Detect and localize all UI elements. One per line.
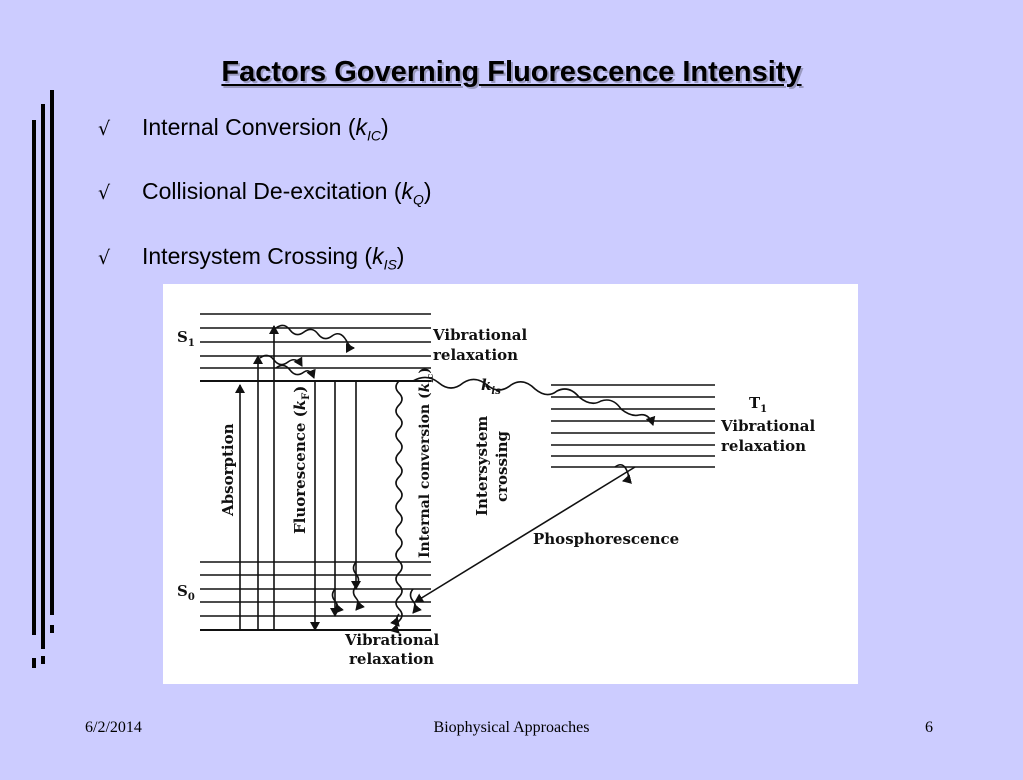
rate-constant: k	[355, 114, 368, 140]
decorative-bar	[50, 90, 54, 615]
decorative-bar	[32, 658, 36, 668]
s0-label: S0	[177, 582, 195, 603]
phosphorescence-arrow	[414, 466, 636, 603]
k-is-label: kis	[481, 376, 501, 397]
vib-relax-top-line1: Vibrational	[432, 326, 527, 344]
jablonski-svg: S1 S0 T1 Vibrational relaxation Vibratio…	[177, 313, 815, 668]
bullet-intersystem-crossing: √ Intersystem Crossing (kIS)	[98, 243, 404, 273]
vib-relax-t1-line1: Vibrational	[720, 417, 815, 435]
check-icon: √	[98, 247, 111, 269]
footer-date: 6/2/2014	[85, 719, 142, 736]
fluorescence-arrows	[310, 381, 361, 631]
bullet-close: )	[381, 114, 389, 140]
bullet-internal-conversion: √ Internal Conversion (kIC)	[98, 114, 389, 144]
s1-label: S1	[177, 328, 195, 349]
internal-conversion-wave	[389, 380, 403, 634]
decorative-bar	[41, 656, 45, 664]
intersystem-label-line1: Intersystem	[473, 416, 491, 516]
vib-relax-top-line2: relaxation	[433, 346, 518, 364]
vib-relax-bottom-line2: relaxation	[349, 650, 434, 668]
intersystem-label-line2: crossing	[493, 430, 511, 502]
phosphorescence-label: Phosphorescence	[533, 530, 679, 548]
rate-constant: k	[401, 178, 414, 204]
decorative-bar	[41, 104, 45, 649]
footer-title: Biophysical Approaches	[433, 719, 590, 736]
check-icon: √	[98, 118, 111, 140]
footer-page-number: 6	[925, 719, 933, 736]
rate-subscript: IS	[383, 256, 397, 273]
t1-label: T1	[749, 394, 767, 415]
rate-subscript: Q	[413, 191, 424, 208]
bullet-text: Intersystem Crossing (	[142, 243, 373, 269]
rate-subscript: IC	[367, 127, 381, 144]
internal-conversion-label: Internal conversion (kic)	[417, 367, 436, 558]
intersystem-crossing-wave	[412, 376, 656, 426]
rate-constant: k	[372, 243, 384, 269]
vibrational-relaxation-top	[259, 324, 355, 379]
bullet-text: Internal Conversion (	[142, 114, 356, 140]
bullet-text: Collisional De-excitation (	[142, 178, 402, 204]
fluorescence-label: Fluorescence (kF)	[291, 386, 312, 534]
slide-title: Factors Governing Fluorescence Intensity	[221, 56, 802, 88]
absorption-label: Absorption	[219, 423, 237, 517]
check-icon: √	[98, 182, 111, 204]
vib-relax-bottom-line1: Vibrational	[344, 631, 439, 649]
vib-relax-t1-line2: relaxation	[721, 437, 806, 455]
vibrational-relaxation-bottom	[331, 561, 422, 627]
t1-energy-levels	[551, 384, 715, 468]
decorative-bar	[50, 625, 54, 633]
absorption-arrows	[235, 325, 279, 630]
jablonski-diagram: S1 S0 T1 Vibrational relaxation Vibratio…	[163, 284, 858, 684]
decorative-bar	[32, 120, 36, 635]
bullet-close: )	[396, 243, 405, 269]
bullet-close: )	[423, 178, 432, 204]
bullet-collisional-deexcitation: √ Collisional De-excitation (kQ)	[98, 178, 432, 208]
s1-energy-levels	[200, 313, 431, 382]
